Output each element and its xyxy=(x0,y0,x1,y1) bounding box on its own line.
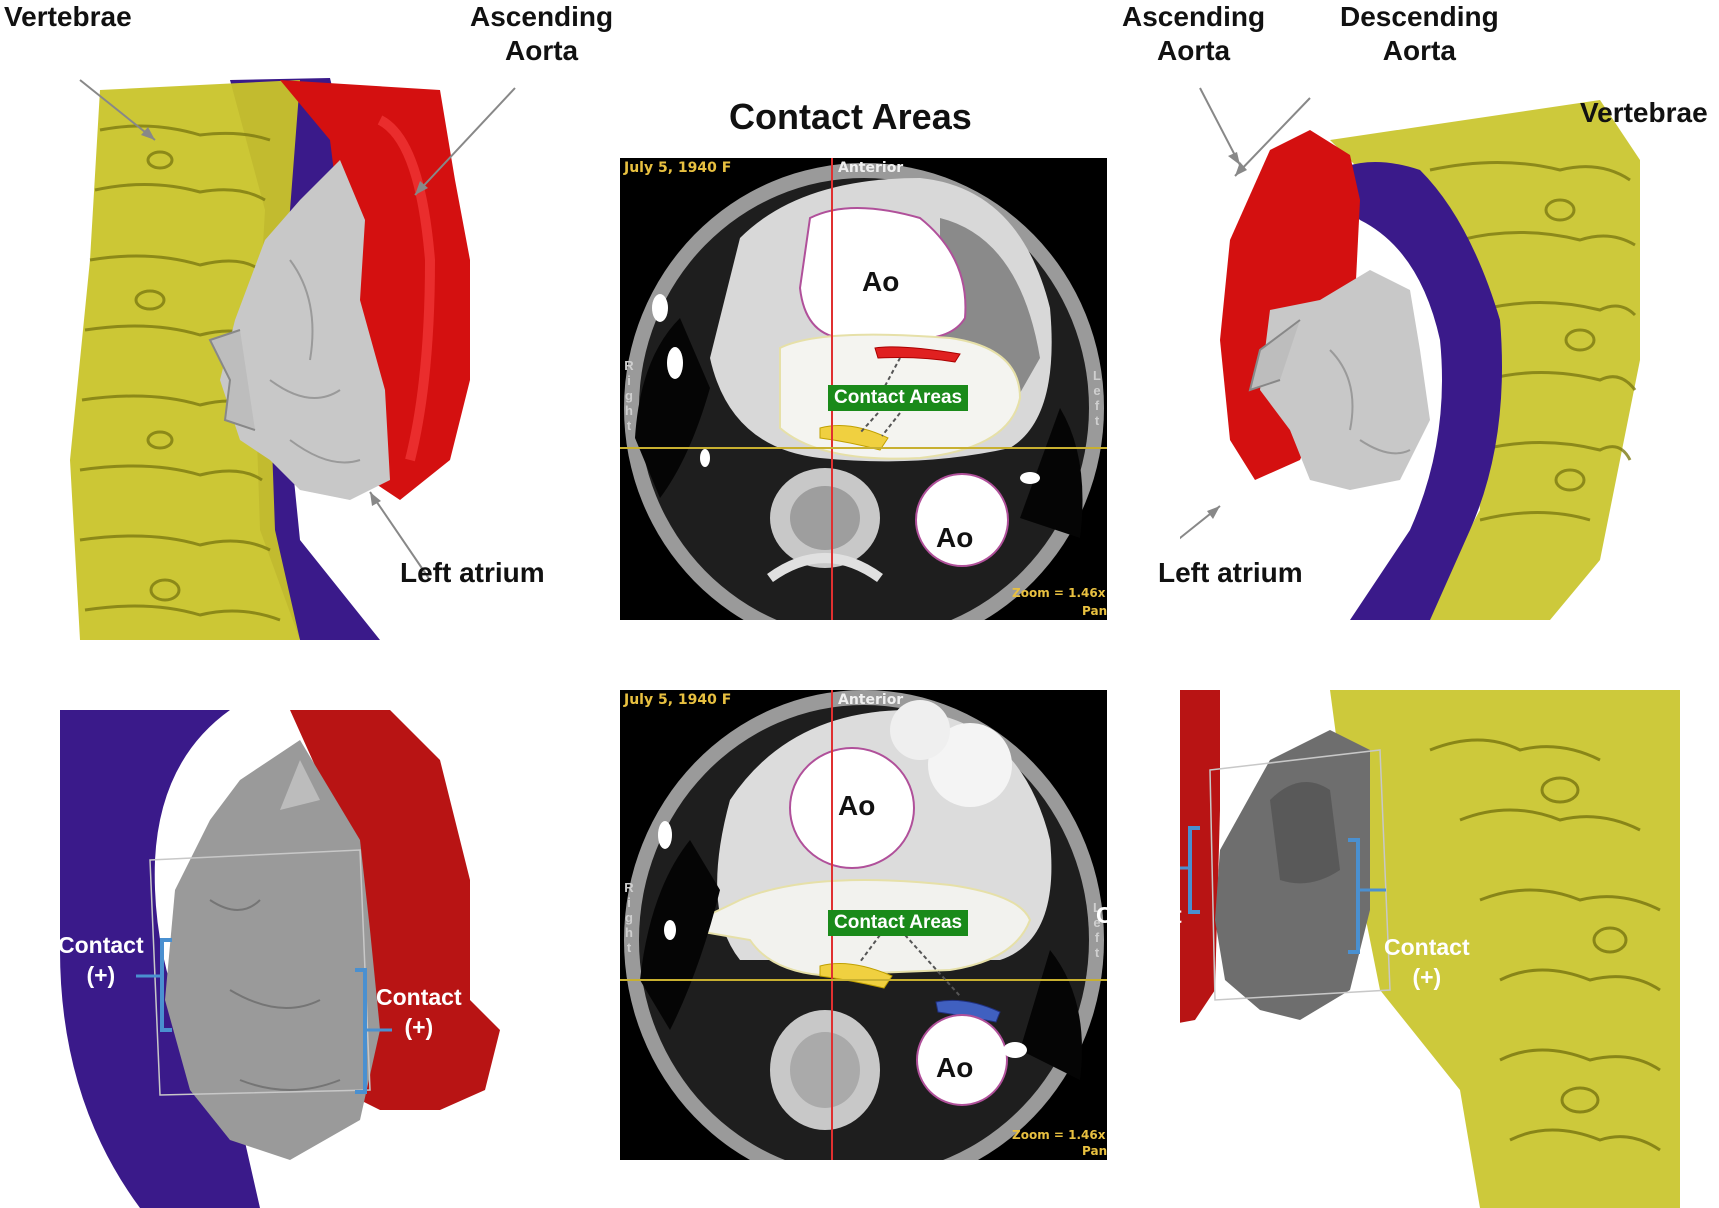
contact-plus-text: (+) xyxy=(1412,964,1442,990)
ct-ao-lower-top: Ao xyxy=(936,522,974,553)
ct-pan-top: Pan xyxy=(1082,604,1107,618)
label-left-atrium-top-left: Left atrium xyxy=(400,557,545,588)
contact-text: Contact xyxy=(1096,902,1182,928)
figure-title: Contact Areas xyxy=(729,96,972,137)
render-top-left xyxy=(70,78,516,640)
ct-contact-areas-label-bottom: Contact Areas xyxy=(828,910,969,936)
ct-date-bottom: July 5, 1940 F xyxy=(624,692,732,708)
contact-text: Contact xyxy=(376,984,462,1010)
ct-ao-upper-top: Ao xyxy=(862,266,900,297)
ct-zoom-top: Zoom = 1.46x xyxy=(1012,586,1106,600)
contact-text: Contact xyxy=(58,932,144,958)
ct-anterior-top: Anterior xyxy=(838,160,904,176)
ct-zoom-bottom: Zoom = 1.46x xyxy=(1012,1128,1106,1142)
contact-text: Contact xyxy=(1384,934,1470,960)
label-vertebrae-top-left: Vertebrae xyxy=(4,1,132,32)
ct-ao-lower-bottom: Ao xyxy=(936,1052,974,1083)
ct-pan-bottom: Pan xyxy=(1082,1144,1107,1158)
ct-contact-areas-label-top: Contact Areas xyxy=(828,385,969,411)
label-descending-aorta-top-right: Descending Aorta xyxy=(1340,1,1499,66)
contact-plus-text: (+) xyxy=(404,1014,434,1040)
label-vertebrae-top-right: Vertebrae xyxy=(1580,97,1708,128)
render-bottom-left xyxy=(60,710,500,1208)
label-contact-left-bl: Contact (+) xyxy=(58,930,144,990)
ct-ao-upper-bottom: Ao xyxy=(838,790,876,821)
label-left-atrium-top-right: Left atrium xyxy=(1158,557,1303,588)
ct-date-top: July 5, 1940 F xyxy=(624,160,732,176)
render-bottom-right xyxy=(1180,690,1680,1208)
contact-plus-text: (+) xyxy=(1124,932,1154,958)
contact-plus-text: (+) xyxy=(86,962,116,988)
label-ascending-aorta-top-left: Ascending Aorta xyxy=(470,1,614,66)
label-contact-right-br: Contact (+) xyxy=(1384,932,1470,992)
ct-anterior-bottom: Anterior xyxy=(838,692,904,708)
label-contact-right-bl: Contact (+) xyxy=(376,982,462,1042)
label-contact-left-br: Contact (+) xyxy=(1096,900,1182,960)
label-ascending-aorta-top-right: Ascending Aorta xyxy=(1122,1,1266,66)
render-top-right xyxy=(1180,87,1640,620)
